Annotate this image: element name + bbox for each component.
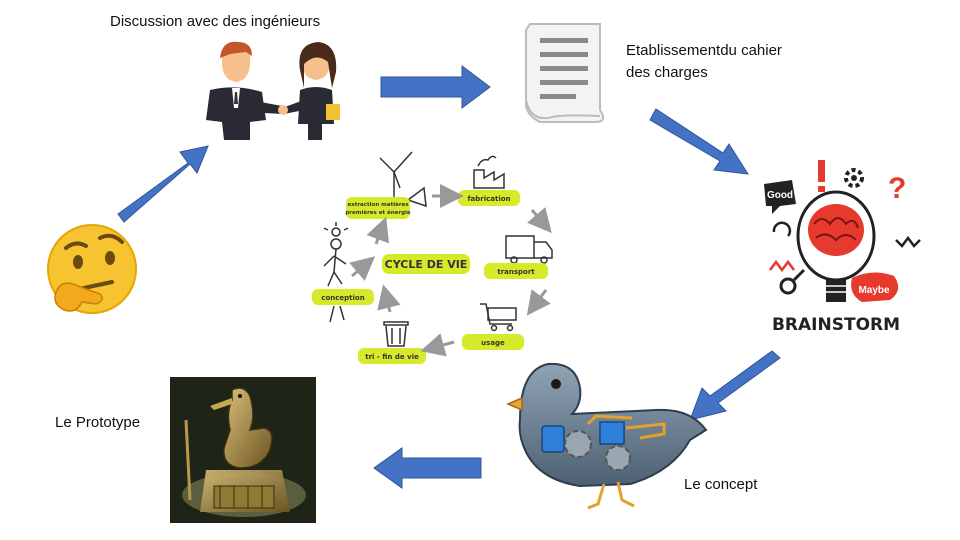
legs-icon (330, 306, 344, 322)
shopping-cart-icon (480, 304, 516, 331)
arrow-to-brainstorm (650, 109, 748, 174)
tag-usage-text: usage (481, 339, 505, 347)
maybe-bubble-text: Maybe (858, 285, 890, 296)
brainstorm-title: BRAINSTORM (772, 315, 900, 335)
trash-bin-icon (384, 322, 408, 346)
arrow-to-discussion (118, 146, 208, 222)
document-scroll-icon (526, 24, 603, 122)
arrow-to-prototype (374, 448, 481, 488)
truck-icon (506, 236, 552, 263)
tag-extraction-line2: premières et énergie (345, 209, 411, 216)
tag-extraction-line1: extraction matières (347, 201, 409, 208)
svg-text:?: ? (888, 172, 906, 205)
arrow-to-concept (690, 351, 780, 420)
prototype-photo (170, 377, 316, 523)
mechanical-duck-icon (508, 364, 706, 508)
tag-fin-de-vie-text: tri - fin de vie (365, 353, 419, 361)
good-bubble-text: Good (767, 190, 793, 201)
idea-person-icon (324, 222, 348, 286)
arrow-to-cahier (381, 66, 490, 108)
handshake-icon (206, 42, 340, 140)
tag-transport-text: transport (497, 268, 535, 276)
tag-fabrication-text: fabrication (467, 195, 510, 203)
thinking-face-icon (48, 225, 136, 313)
tag-conception-text: conception (321, 294, 364, 302)
cycle-center-text: CYCLE DE VIE (385, 258, 468, 271)
factory-icon (474, 156, 504, 188)
lifecycle-diagram: extraction matières premières et énergie… (312, 152, 552, 364)
brainstorm-icon: Good ? Maybe BRAINSTORM (764, 160, 920, 335)
